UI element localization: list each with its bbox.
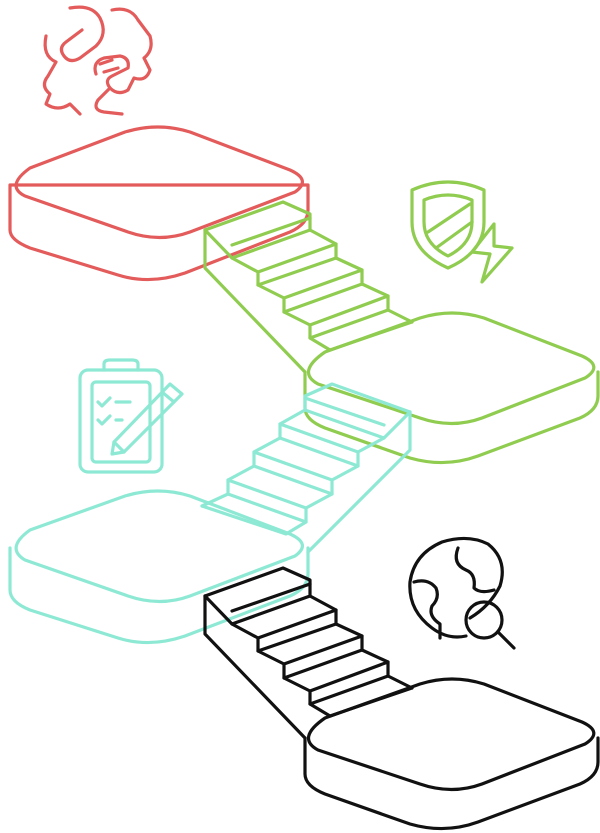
handshake-icon	[44, 7, 151, 114]
shield-lightning-icon	[412, 182, 512, 282]
stairs-teal	[202, 384, 410, 552]
platform-red-top	[16, 127, 302, 238]
platform-teal	[10, 491, 308, 643]
stairs-green	[205, 202, 412, 372]
platform-red	[10, 127, 308, 280]
platform-red-side	[10, 185, 308, 280]
platform-green	[305, 313, 598, 463]
globe-search-icon	[410, 538, 514, 648]
clipboard-checklist-pen-icon	[80, 360, 182, 472]
platform-black	[305, 679, 598, 829]
stairs-black	[205, 568, 412, 738]
